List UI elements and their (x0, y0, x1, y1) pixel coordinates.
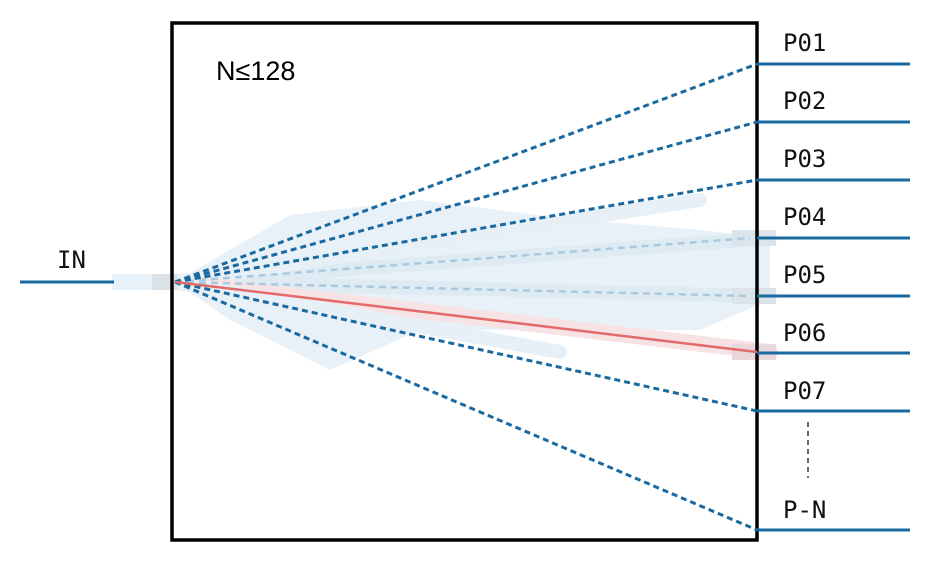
port-label-pn: P-N (783, 496, 826, 524)
port-label-p04: P04 (783, 203, 826, 231)
port-count-label: N≤128 (216, 56, 295, 86)
beam-glow-p03 (168, 193, 707, 289)
faint-beams (174, 236, 751, 298)
beam-p02 (174, 120, 758, 284)
dashed-beams (174, 62, 758, 532)
port-label-p05: P05 (783, 261, 826, 289)
beam-p01 (174, 62, 758, 284)
beam-p03 (174, 178, 758, 284)
port-label-p03: P03 (783, 145, 826, 173)
switch-box (170, 21, 759, 542)
port-label-p07: P07 (783, 377, 826, 405)
active-beam-p06 (174, 280, 758, 354)
beam-end-p05 (732, 288, 776, 304)
output-port-lines (757, 62, 910, 532)
beam-end-p04 (732, 230, 776, 246)
beam-glow (112, 193, 778, 370)
beam-pn (174, 280, 758, 532)
port-label-p02: P02 (783, 87, 826, 115)
port-label-p06: P06 (783, 319, 826, 347)
input-label: IN (57, 246, 86, 274)
beam-start (152, 274, 178, 290)
beam-glow-p07 (168, 275, 567, 359)
output-port-labels: P01 P02 P03 P04 P05 P06 P07 P-N (783, 29, 826, 524)
port-label-p01: P01 (783, 29, 826, 57)
faint-beam-p04 (174, 236, 751, 284)
